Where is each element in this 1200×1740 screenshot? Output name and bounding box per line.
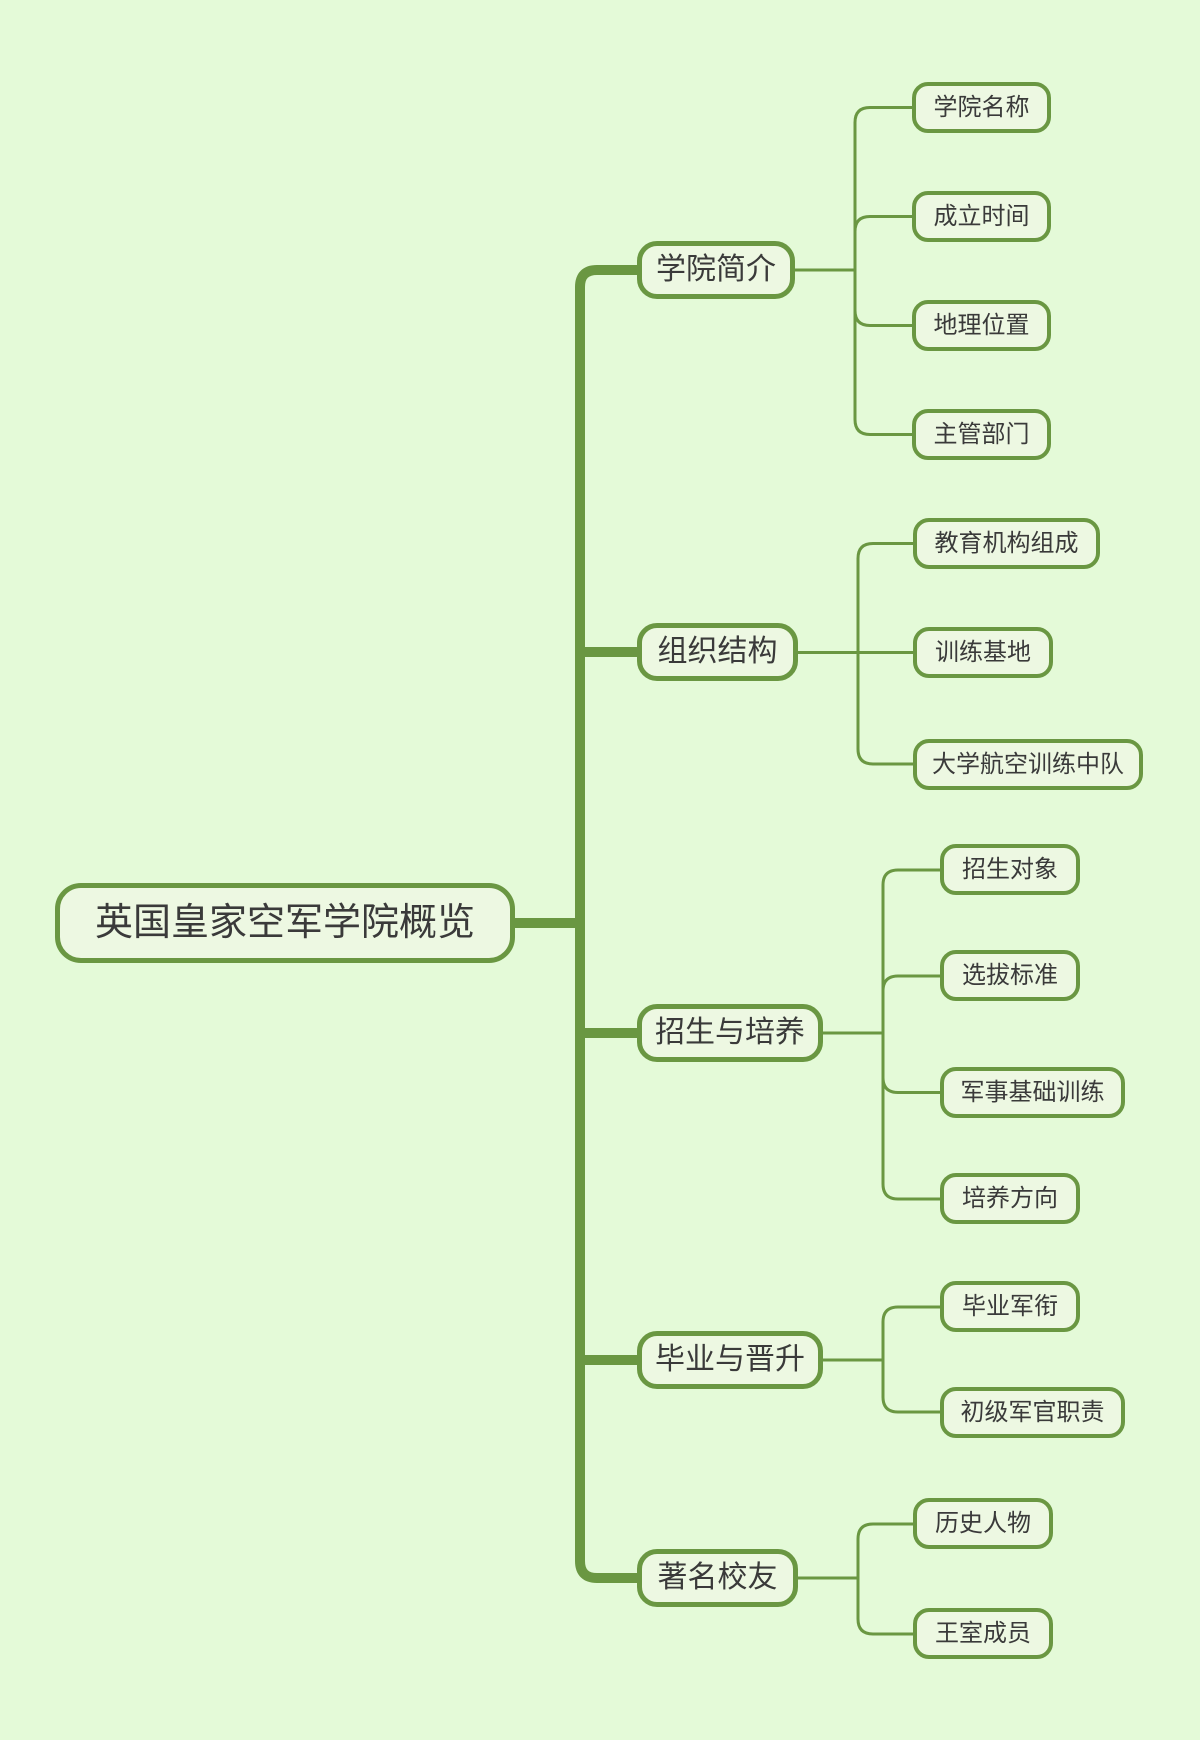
branch-connectors bbox=[795, 106, 940, 1636]
branch-node-graduation-promotion[interactable]: 毕业与晋升 bbox=[637, 1331, 823, 1389]
root-node-overview[interactable]: 英国皇家空军学院概览 bbox=[55, 883, 515, 963]
b4-elbow-1 bbox=[881, 1305, 940, 1323]
b3-elbow-2 bbox=[881, 974, 940, 992]
child-node-university-air-squadrons[interactable]: 大学航空训练中队 bbox=[913, 739, 1143, 790]
child-node-training-directions[interactable]: 培养方向 bbox=[940, 1173, 1080, 1224]
child-node-junior-officer-duties[interactable]: 初级军官职责 bbox=[940, 1387, 1125, 1438]
child-node-college-name[interactable]: 学院名称 bbox=[912, 82, 1051, 133]
b4-elbow-2 bbox=[881, 1396, 940, 1414]
child-node-selection-criteria[interactable]: 选拔标准 bbox=[940, 950, 1080, 1001]
b3-elbow-4 bbox=[881, 1183, 940, 1201]
branch-node-notable-alumni[interactable]: 著名校友 bbox=[637, 1549, 798, 1607]
child-node-royal-members[interactable]: 王室成员 bbox=[913, 1608, 1053, 1659]
branch-node-admissions-training[interactable]: 招生与培养 bbox=[637, 1004, 823, 1062]
child-node-admission-targets[interactable]: 招生对象 bbox=[940, 844, 1080, 895]
branch-node-org-structure[interactable]: 组织结构 bbox=[637, 623, 798, 681]
spine-path bbox=[575, 265, 637, 1583]
child-node-historical-figures[interactable]: 历史人物 bbox=[913, 1498, 1053, 1549]
b3-elbow-1 bbox=[881, 868, 940, 886]
child-node-graduation-rank[interactable]: 毕业军衔 bbox=[940, 1281, 1080, 1332]
b1-elbow-4 bbox=[853, 419, 912, 436]
child-node-governing-department[interactable]: 主管部门 bbox=[912, 409, 1051, 460]
b1-elbow-3 bbox=[853, 310, 912, 327]
child-node-education-institutions[interactable]: 教育机构组成 bbox=[913, 518, 1100, 569]
b2-elbow-3 bbox=[856, 748, 913, 766]
b1-elbow-2 bbox=[853, 215, 912, 232]
child-node-basic-military-training[interactable]: 军事基础训练 bbox=[940, 1067, 1125, 1118]
branch-node-college-profile[interactable]: 学院简介 bbox=[637, 241, 795, 299]
b2-elbow-1 bbox=[856, 542, 913, 559]
b1-elbow-1 bbox=[853, 106, 912, 123]
spine-connectors bbox=[513, 265, 637, 1583]
b5-elbow-1 bbox=[856, 1522, 913, 1540]
child-node-founding-date[interactable]: 成立时间 bbox=[912, 191, 1051, 242]
b3-elbow-3 bbox=[881, 1077, 940, 1094]
child-node-location[interactable]: 地理位置 bbox=[912, 300, 1051, 351]
child-node-training-bases[interactable]: 训练基地 bbox=[913, 627, 1053, 678]
b5-elbow-2 bbox=[856, 1618, 913, 1636]
